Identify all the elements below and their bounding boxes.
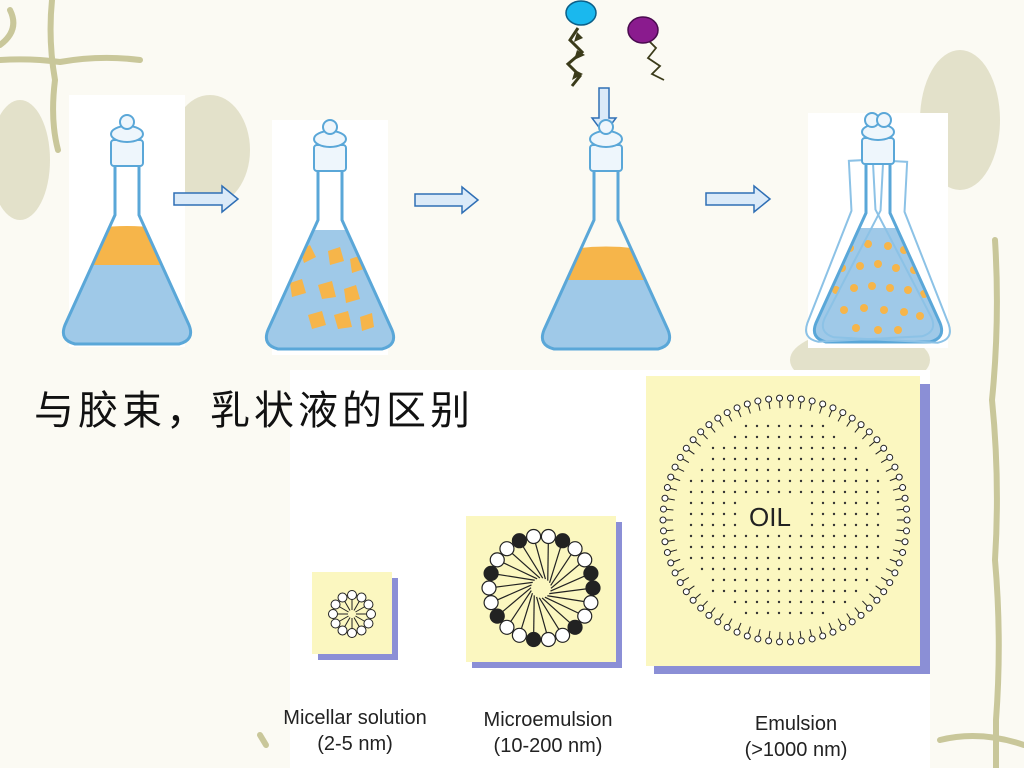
surfactant-molecule-icon [565,0,597,87]
arrow-right-icon [173,184,240,214]
caption-emulsion: Emulsion (>1000 nm) [714,711,878,763]
surfactant-molecule-icon [627,16,665,81]
arrow-right-icon [414,185,480,215]
page-title: 与胶束，乳状液的区别 [34,388,474,434]
emulsion-core-label: OIL [749,502,791,532]
emulsion-panel: OIL [646,376,930,674]
flask-icon [264,119,396,355]
caption-micellar: Micellar solution (2-5 nm) [262,705,448,757]
caption-micellar-name: Micellar solution [283,707,427,729]
caption-emulsion-name: Emulsion [754,713,838,735]
arrow-right-icon [705,184,772,214]
flask-icon [540,119,672,351]
caption-microemulsion: Microemulsion (10-200 nm) [464,707,632,759]
caption-microemulsion-size: (10-200 nm) [493,735,603,757]
flask-icon [796,112,960,348]
caption-microemulsion-name: Microemulsion [483,709,613,731]
microemulsion-panel [466,516,622,668]
caption-micellar-size: (2-5 nm) [317,733,393,755]
caption-emulsion-size: (>1000 nm) [744,739,848,761]
flask-icon [61,95,193,347]
micellar-panel [312,572,398,660]
